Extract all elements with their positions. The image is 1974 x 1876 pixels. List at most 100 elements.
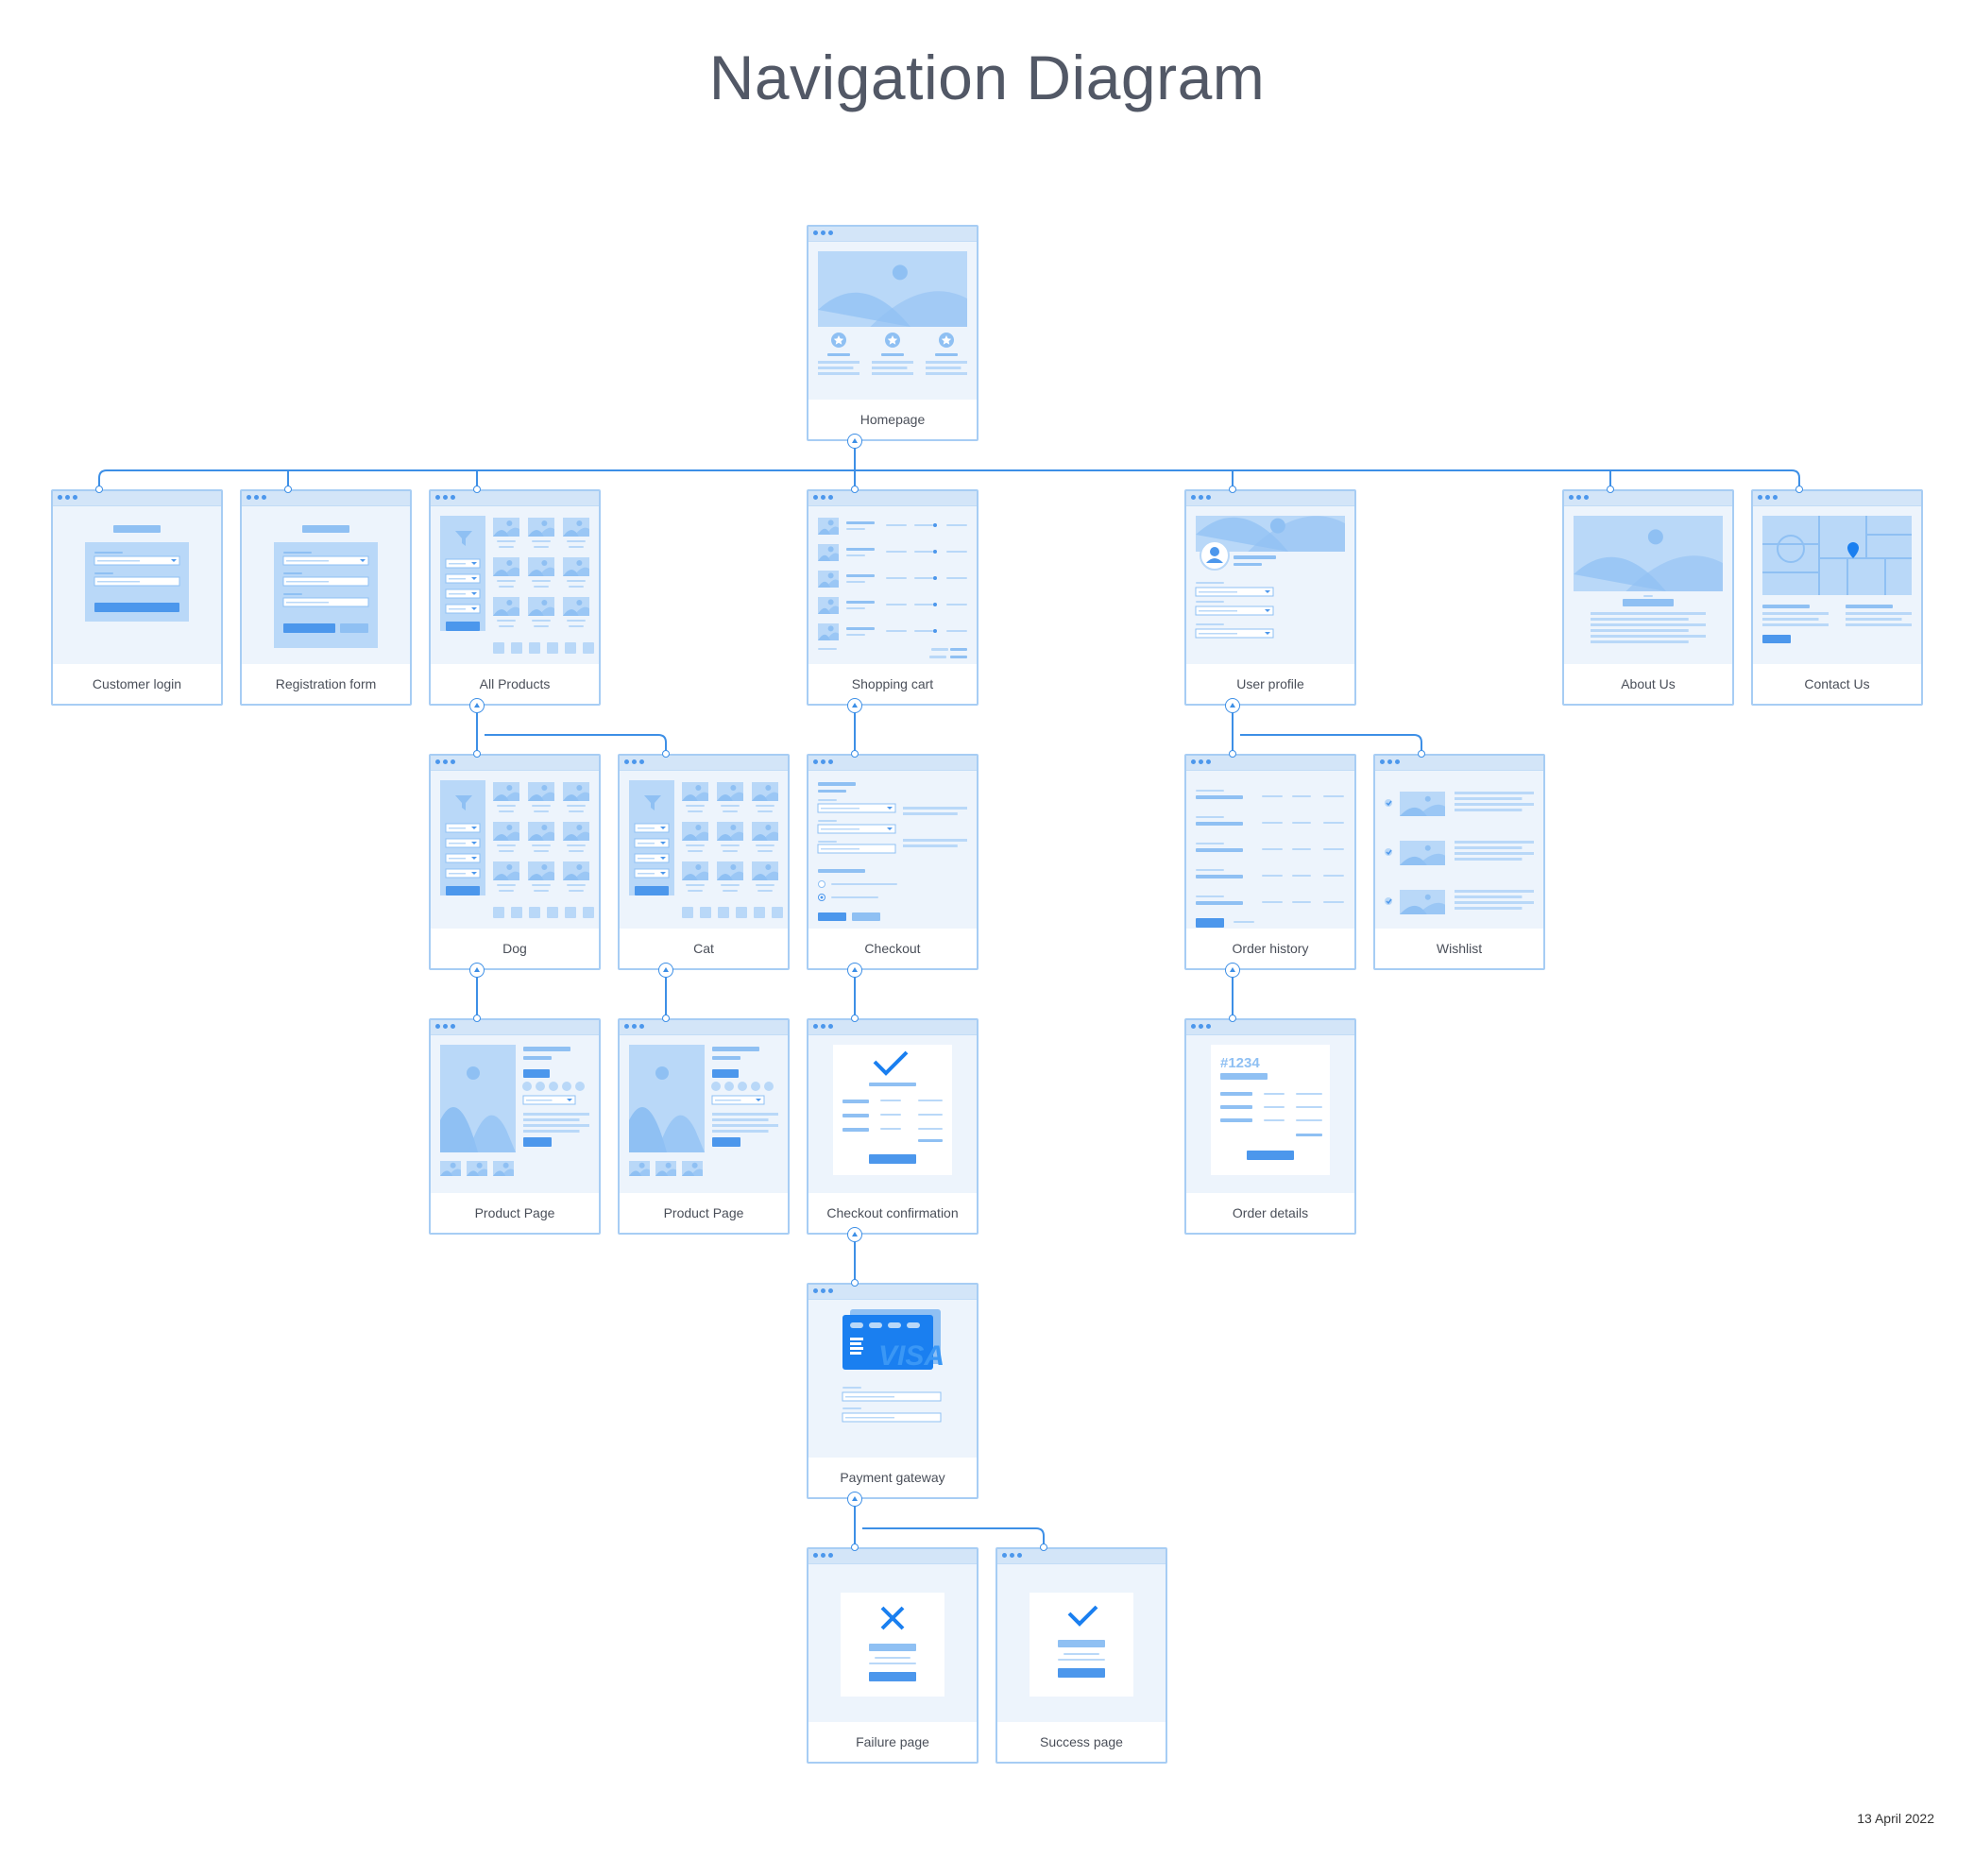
- connection-port-icon: [1040, 1543, 1047, 1551]
- connector-line: [1413, 734, 1422, 754]
- page-card-success-page[interactable]: Success page: [996, 1547, 1167, 1764]
- window-title-bar: [1186, 1020, 1354, 1035]
- collapse-toggle-icon[interactable]: [1225, 698, 1240, 713]
- window-title-bar: [808, 227, 977, 242]
- window-dots-icon: [1002, 1553, 1022, 1558]
- collapse-toggle-icon[interactable]: [847, 963, 862, 978]
- page-card-customer-login[interactable]: Customer login: [51, 489, 223, 706]
- connection-port-icon: [851, 750, 859, 758]
- page-card-product-page-dog[interactable]: Product Page: [429, 1018, 601, 1235]
- window-dots-icon: [813, 1024, 833, 1029]
- window-dots-icon: [813, 230, 833, 235]
- collapse-toggle-icon[interactable]: [847, 698, 862, 713]
- page-label: Dog: [431, 929, 599, 968]
- page-card-order-history[interactable]: Order history: [1184, 754, 1356, 970]
- window-dots-icon: [813, 1288, 833, 1293]
- page-card-payment-gateway[interactable]: VISA Payment gateway: [807, 1283, 978, 1499]
- confirmation-check-icon: [833, 1045, 952, 1175]
- page-card-cat[interactable]: Cat: [618, 754, 790, 970]
- window-title-bar: [808, 1020, 977, 1035]
- collapse-toggle-icon[interactable]: [1225, 963, 1240, 978]
- page-card-product-page-cat[interactable]: Product Page: [618, 1018, 790, 1235]
- window-dots-icon: [1191, 1024, 1211, 1029]
- wireframe-preview: [997, 1564, 1166, 1724]
- map-icon: [1762, 516, 1912, 643]
- wishlist-icon: [1385, 792, 1534, 914]
- window-title-bar: [620, 1020, 788, 1035]
- connection-port-icon: [95, 486, 103, 493]
- product-grid-icon: [440, 780, 594, 918]
- window-dots-icon: [813, 759, 833, 764]
- wireframe-preview: [1186, 771, 1354, 930]
- connection-port-icon: [1229, 750, 1236, 758]
- page-card-shopping-cart[interactable]: Shopping cart: [807, 489, 978, 706]
- collapse-toggle-icon[interactable]: [847, 1227, 862, 1242]
- collapse-toggle-icon[interactable]: [847, 1492, 862, 1507]
- page-label: Product Page: [620, 1193, 788, 1233]
- page-card-failure-page[interactable]: Failure page: [807, 1547, 978, 1764]
- page-card-registration-form[interactable]: Registration form: [240, 489, 412, 706]
- window-dots-icon: [247, 495, 266, 500]
- window-title-bar: [1375, 756, 1543, 771]
- wireframe-preview: [808, 771, 977, 930]
- checkout-form-icon: [817, 782, 967, 921]
- window-title-bar: [997, 1549, 1166, 1564]
- login-form-icon: [85, 525, 189, 622]
- order-details-icon: #1234: [1211, 1045, 1330, 1175]
- page-card-wishlist[interactable]: Wishlist: [1373, 754, 1545, 970]
- window-title-bar: [1186, 491, 1354, 506]
- page-label: Order details: [1186, 1193, 1354, 1233]
- registration-form-icon: [274, 525, 378, 648]
- page-card-homepage[interactable]: Homepage: [807, 225, 978, 441]
- connection-port-icon: [473, 486, 481, 493]
- collapse-toggle-icon[interactable]: [469, 963, 485, 978]
- page-label: Checkout: [808, 929, 977, 968]
- connector-line: [1035, 1527, 1045, 1547]
- window-dots-icon: [624, 759, 644, 764]
- collapse-toggle-icon[interactable]: [658, 963, 673, 978]
- collapse-toggle-icon[interactable]: [469, 698, 485, 713]
- wireframe-preview: [1753, 506, 1921, 666]
- page-label: Payment gateway: [808, 1458, 977, 1497]
- page-label: Customer login: [53, 664, 221, 704]
- wireframe-preview: [808, 242, 977, 401]
- connection-port-icon: [851, 486, 859, 493]
- page-label: Shopping cart: [808, 664, 977, 704]
- window-dots-icon: [435, 495, 455, 500]
- connection-port-icon: [473, 1015, 481, 1022]
- page-label: Homepage: [808, 400, 977, 439]
- connector-line: [657, 734, 667, 754]
- cart-list-icon: [818, 518, 967, 658]
- page-card-user-profile[interactable]: User profile: [1184, 489, 1356, 706]
- window-dots-icon: [1758, 495, 1778, 500]
- page-card-contact-us[interactable]: Contact Us: [1751, 489, 1923, 706]
- order-table-icon: [1196, 790, 1344, 928]
- connection-port-icon: [1795, 486, 1803, 493]
- connection-port-icon: [1607, 486, 1614, 493]
- window-dots-icon: [435, 759, 455, 764]
- page-label: Failure page: [808, 1722, 977, 1762]
- page-label: Order history: [1186, 929, 1354, 968]
- page-card-checkout[interactable]: Checkout: [807, 754, 978, 970]
- page-card-dog[interactable]: Dog: [429, 754, 601, 970]
- connection-port-icon: [662, 750, 670, 758]
- wireframe-preview: [620, 771, 788, 930]
- page-card-all-products[interactable]: All Products: [429, 489, 601, 706]
- window-title-bar: [431, 1020, 599, 1035]
- window-title-bar: [1186, 756, 1354, 771]
- connection-port-icon: [851, 1543, 859, 1551]
- card-brand-text: VISA: [878, 1340, 944, 1372]
- page-card-checkout-confirmation[interactable]: Checkout confirmation: [807, 1018, 978, 1235]
- wireframe-preview: [808, 1035, 977, 1195]
- page-label: User profile: [1186, 664, 1354, 704]
- window-title-bar: [1753, 491, 1921, 506]
- window-title-bar: [431, 491, 599, 506]
- window-title-bar: [242, 491, 410, 506]
- connector-line: [1791, 469, 1800, 489]
- page-card-about-us[interactable]: About Us: [1562, 489, 1734, 706]
- wireframe-preview: [1375, 771, 1543, 930]
- connection-port-icon: [851, 1279, 859, 1287]
- collapse-toggle-icon[interactable]: [847, 434, 862, 449]
